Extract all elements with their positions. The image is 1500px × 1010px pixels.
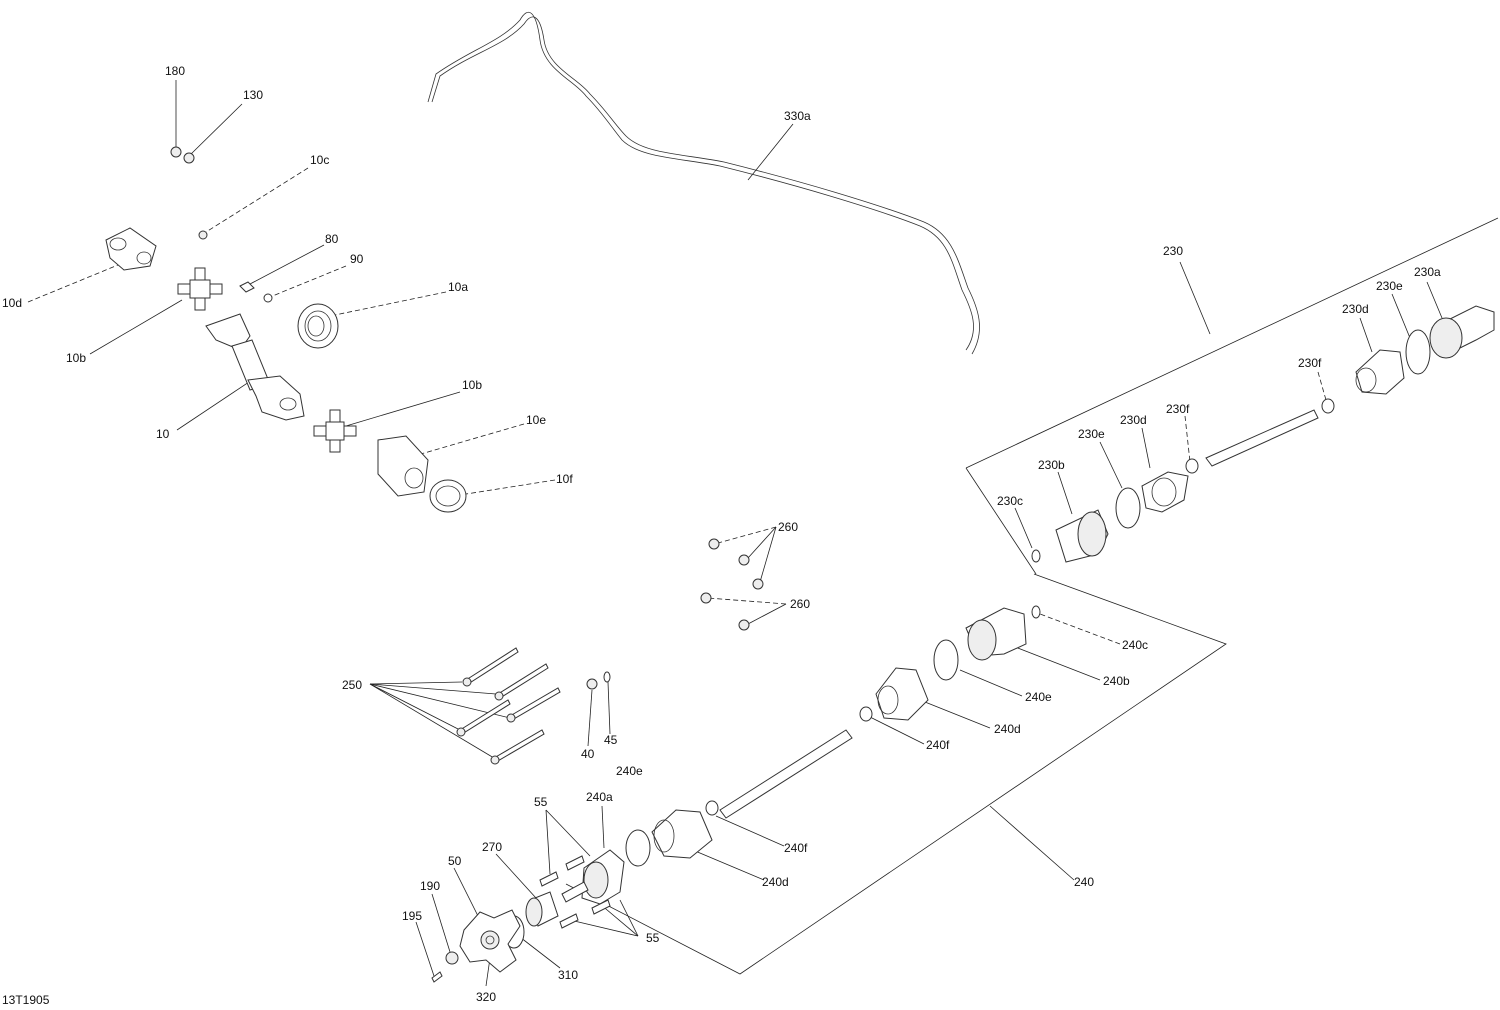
- callout-45: 45: [604, 733, 618, 747]
- callout-10d: 10d: [2, 296, 22, 310]
- seal-10f: [429, 479, 467, 513]
- callout-130: 130: [243, 88, 263, 102]
- callout-310: 310: [558, 968, 578, 982]
- callout-80: 80: [325, 232, 339, 246]
- bolt-180-130: [170, 146, 195, 164]
- bolts-250: [456, 647, 561, 765]
- callout-240f-1: 240f: [926, 738, 950, 752]
- callout-labels: 180 130 10c 80 90 10a 10d 10b 10 10b 10e…: [2, 64, 1441, 1007]
- callout-270: 270: [482, 840, 502, 854]
- callout-330a: 330a: [784, 109, 811, 123]
- driveshaft-10: [205, 313, 305, 421]
- callout-230d-1: 230d: [1342, 302, 1369, 316]
- callout-230c: 230c: [997, 494, 1023, 508]
- callout-10f: 10f: [556, 472, 573, 486]
- yoke-10d: [105, 227, 157, 271]
- nut-40-washer-45: [586, 671, 611, 690]
- callout-190: 190: [420, 879, 440, 893]
- callout-40: 40: [581, 747, 595, 761]
- yoke-10e: [377, 435, 429, 497]
- callout-240d-1: 240d: [994, 722, 1021, 736]
- callout-10c: 10c: [310, 153, 329, 167]
- leader-lines: [27, 80, 1499, 987]
- clip-80-washer-90: [239, 281, 273, 303]
- callout-55-2: 55: [646, 931, 660, 945]
- callout-240e-1: 240e: [1025, 690, 1052, 704]
- boot-10a: [297, 303, 339, 349]
- grease-fitting-10c: [198, 230, 208, 240]
- callout-90: 90: [350, 252, 364, 266]
- callout-230d-2: 230d: [1120, 413, 1147, 427]
- brake-line-330a: [427, 11, 980, 355]
- nuts-260: [700, 538, 764, 631]
- callout-10a: 10a: [448, 280, 468, 294]
- callout-240d-2: 240d: [762, 875, 789, 889]
- callout-195: 195: [402, 909, 422, 923]
- drive-shaft-240-assembly: [561, 605, 1041, 905]
- callout-240f-2: 240f: [784, 841, 808, 855]
- callout-250: 250: [342, 678, 362, 692]
- callout-320: 320: [476, 990, 496, 1004]
- callout-240c: 240c: [1122, 638, 1148, 652]
- callout-240: 240: [1074, 875, 1094, 889]
- nut-190-pin-195: [431, 951, 459, 983]
- drive-shaft-230-assembly: [1031, 305, 1495, 563]
- callout-10e: 10e: [526, 413, 546, 427]
- callout-260-1: 260: [778, 520, 798, 534]
- callout-240e-2: 240e: [616, 764, 643, 778]
- callout-260-2: 260: [790, 597, 810, 611]
- callout-230e-2: 230e: [1078, 427, 1105, 441]
- hub-50: [459, 909, 521, 973]
- callout-50: 50: [448, 854, 462, 868]
- callout-240a: 240a: [586, 790, 613, 804]
- callout-230b: 230b: [1038, 458, 1065, 472]
- u-joint-cross-10b-1: [177, 267, 223, 311]
- bearing-270: [525, 891, 559, 927]
- callout-230f-1: 230f: [1298, 356, 1322, 370]
- drawing-id: 13T1905: [2, 993, 50, 1007]
- callout-240b: 240b: [1103, 674, 1130, 688]
- callout-230f-2: 230f: [1166, 402, 1190, 416]
- callout-230e-1: 230e: [1376, 279, 1403, 293]
- callout-10: 10: [156, 427, 170, 441]
- bolts-55: [539, 855, 611, 929]
- u-joint-cross-10b-2: [313, 409, 357, 453]
- callout-10b-2: 10b: [462, 378, 482, 392]
- callout-230a: 230a: [1414, 265, 1441, 279]
- callout-10b-1: 10b: [66, 351, 86, 365]
- callout-55-1: 55: [534, 795, 548, 809]
- callout-180: 180: [165, 64, 185, 78]
- callout-230: 230: [1163, 244, 1183, 258]
